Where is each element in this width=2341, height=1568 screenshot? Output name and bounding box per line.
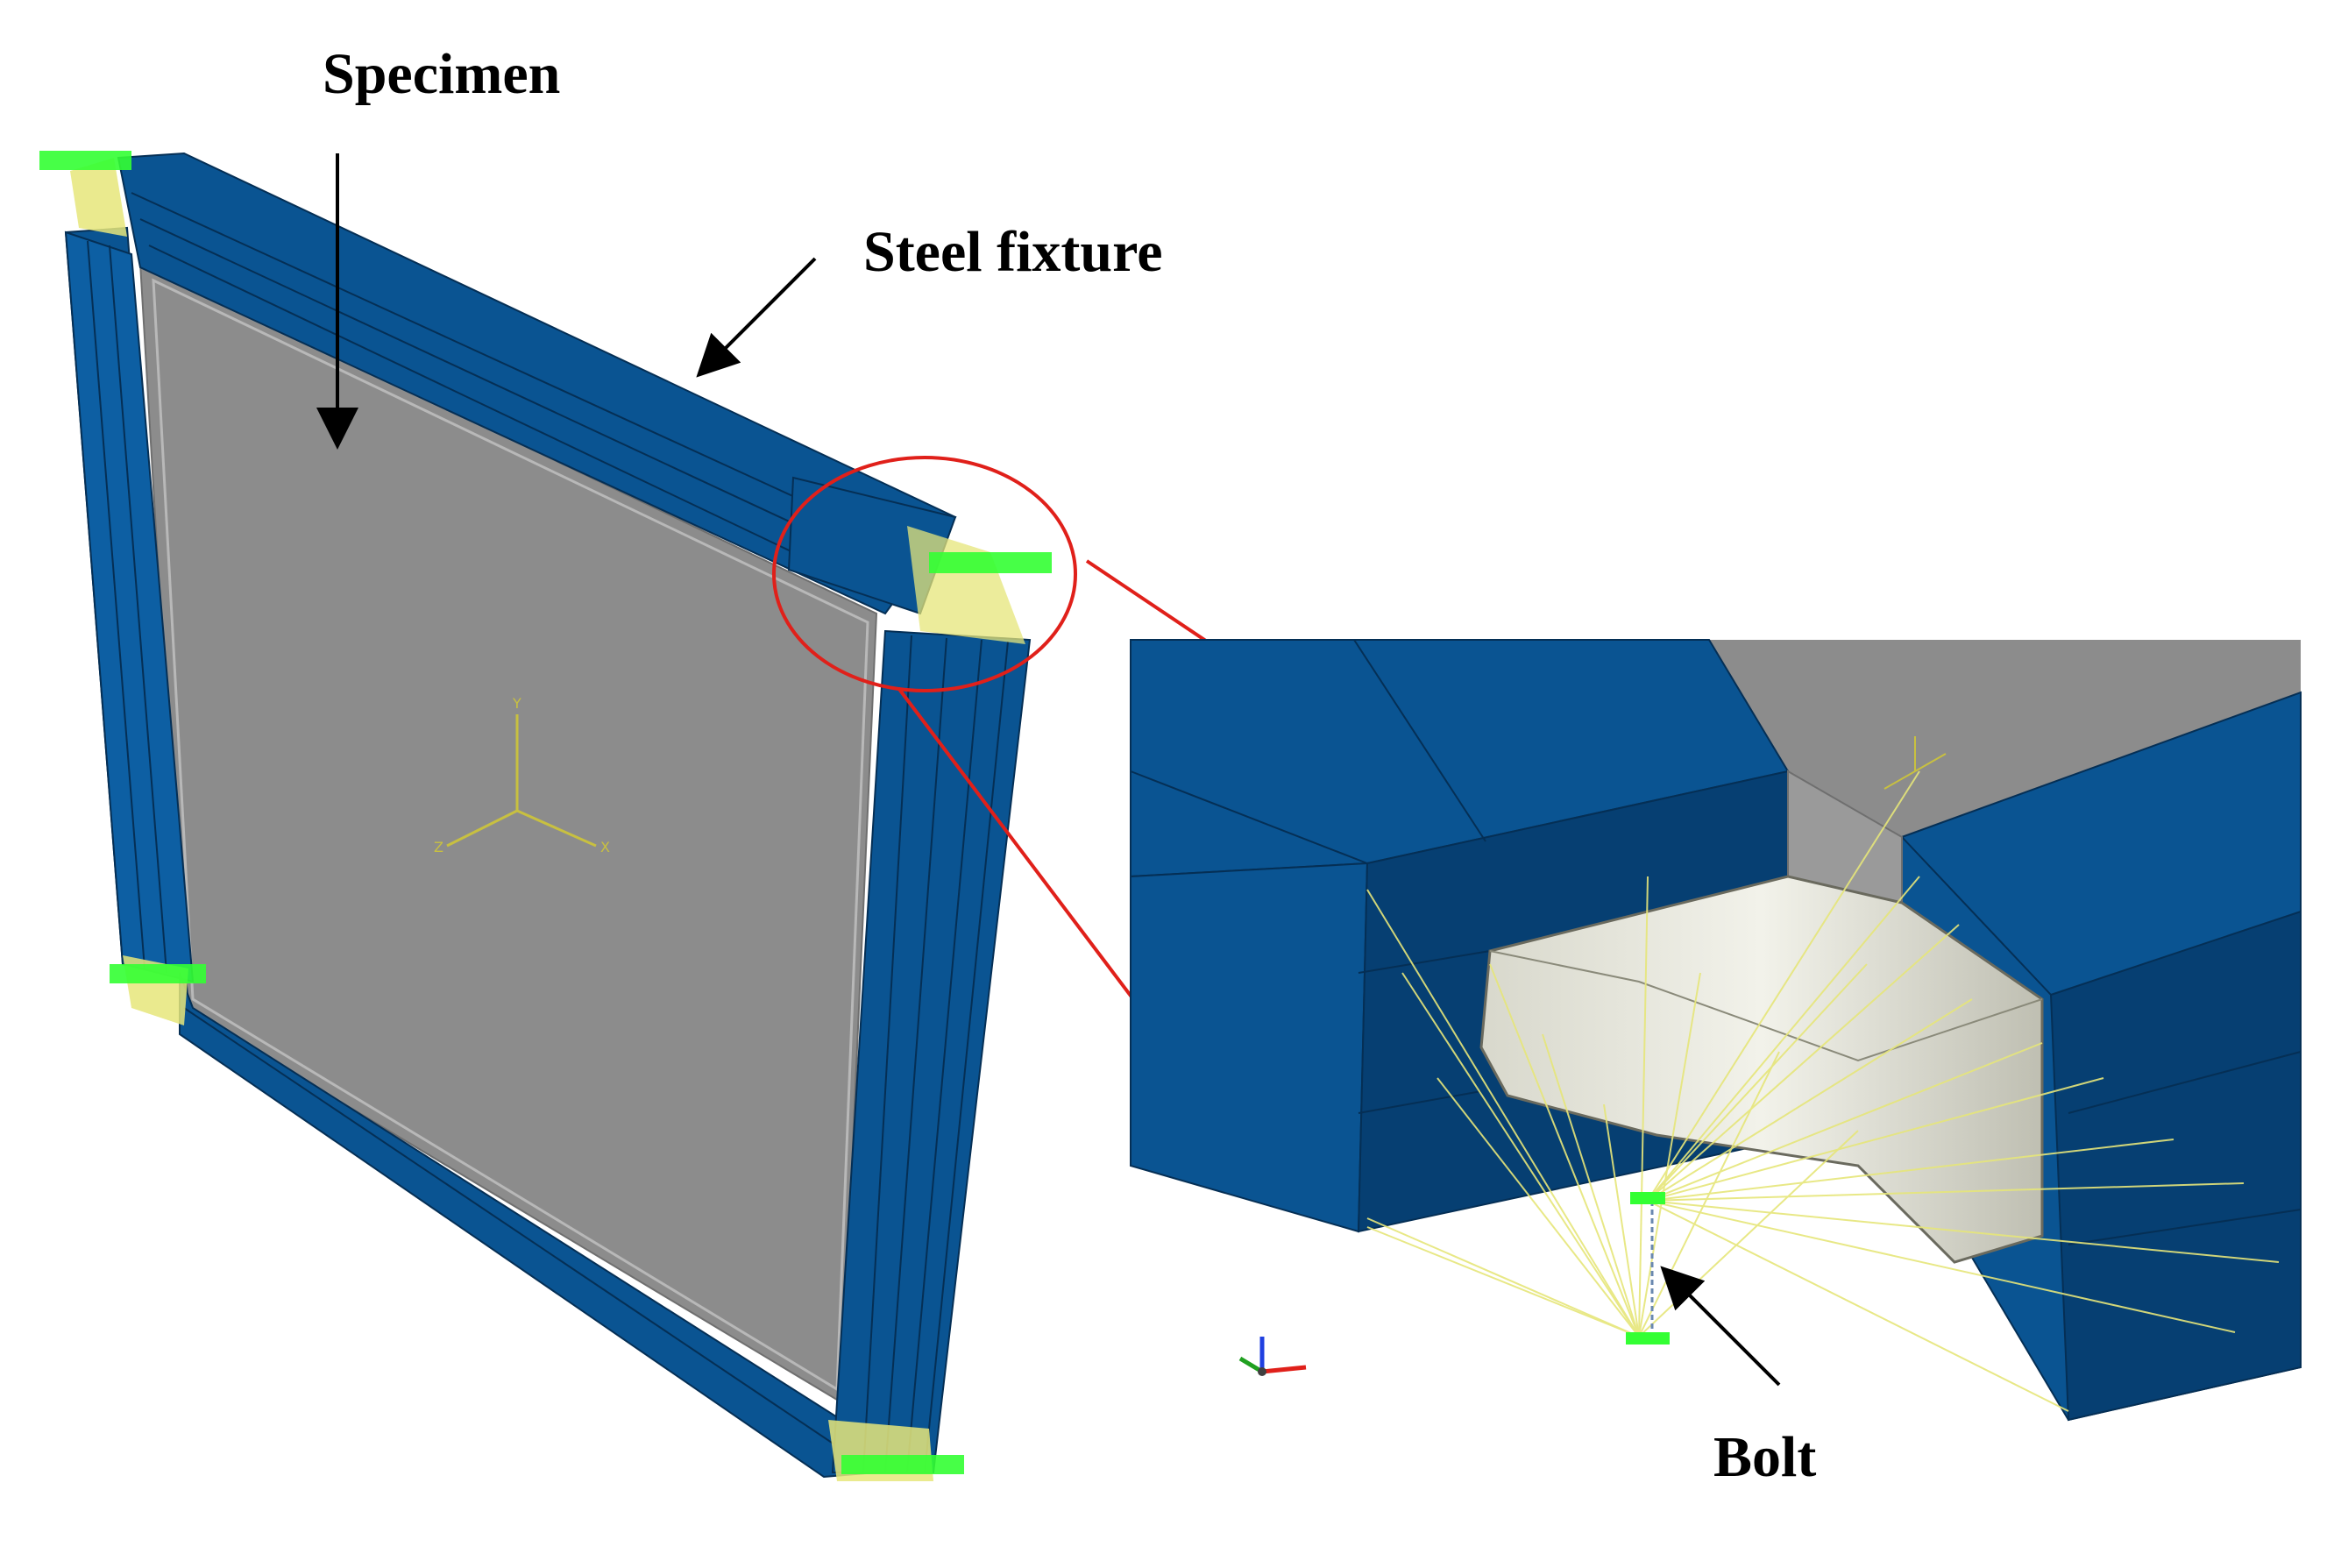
corner-tie-bottom-right <box>828 1420 964 1481</box>
axis-letter-z: Z <box>434 839 443 855</box>
corner-detail-view <box>1130 639 2302 1422</box>
corner-tie-bottom-left <box>110 955 206 1025</box>
highlight-circle <box>772 456 1077 692</box>
axis-letter-x: X <box>600 839 610 855</box>
steel-fixture-label: Steel fixture <box>863 220 1163 284</box>
steel-fixture-arrow <box>696 257 817 378</box>
axis-letter-y: Y <box>512 695 521 712</box>
view-orientation-triad-icon <box>1238 1337 1307 1376</box>
bolt-head <box>1479 875 2044 1264</box>
bolt-arrow <box>1660 1266 1781 1387</box>
xyz-axes-icon: Y Z X <box>434 695 610 855</box>
bolt-label: Bolt <box>1713 1425 1817 1489</box>
frame-assembly: Y Z X <box>39 151 1052 1481</box>
corner-tie-top-left <box>39 151 131 237</box>
bolt-reference-point <box>1630 1192 1665 1204</box>
corner-tie-top-right <box>907 526 1052 644</box>
bolt-constraint-lines <box>1366 770 2280 1412</box>
specimen-label: Specimen <box>323 42 561 106</box>
